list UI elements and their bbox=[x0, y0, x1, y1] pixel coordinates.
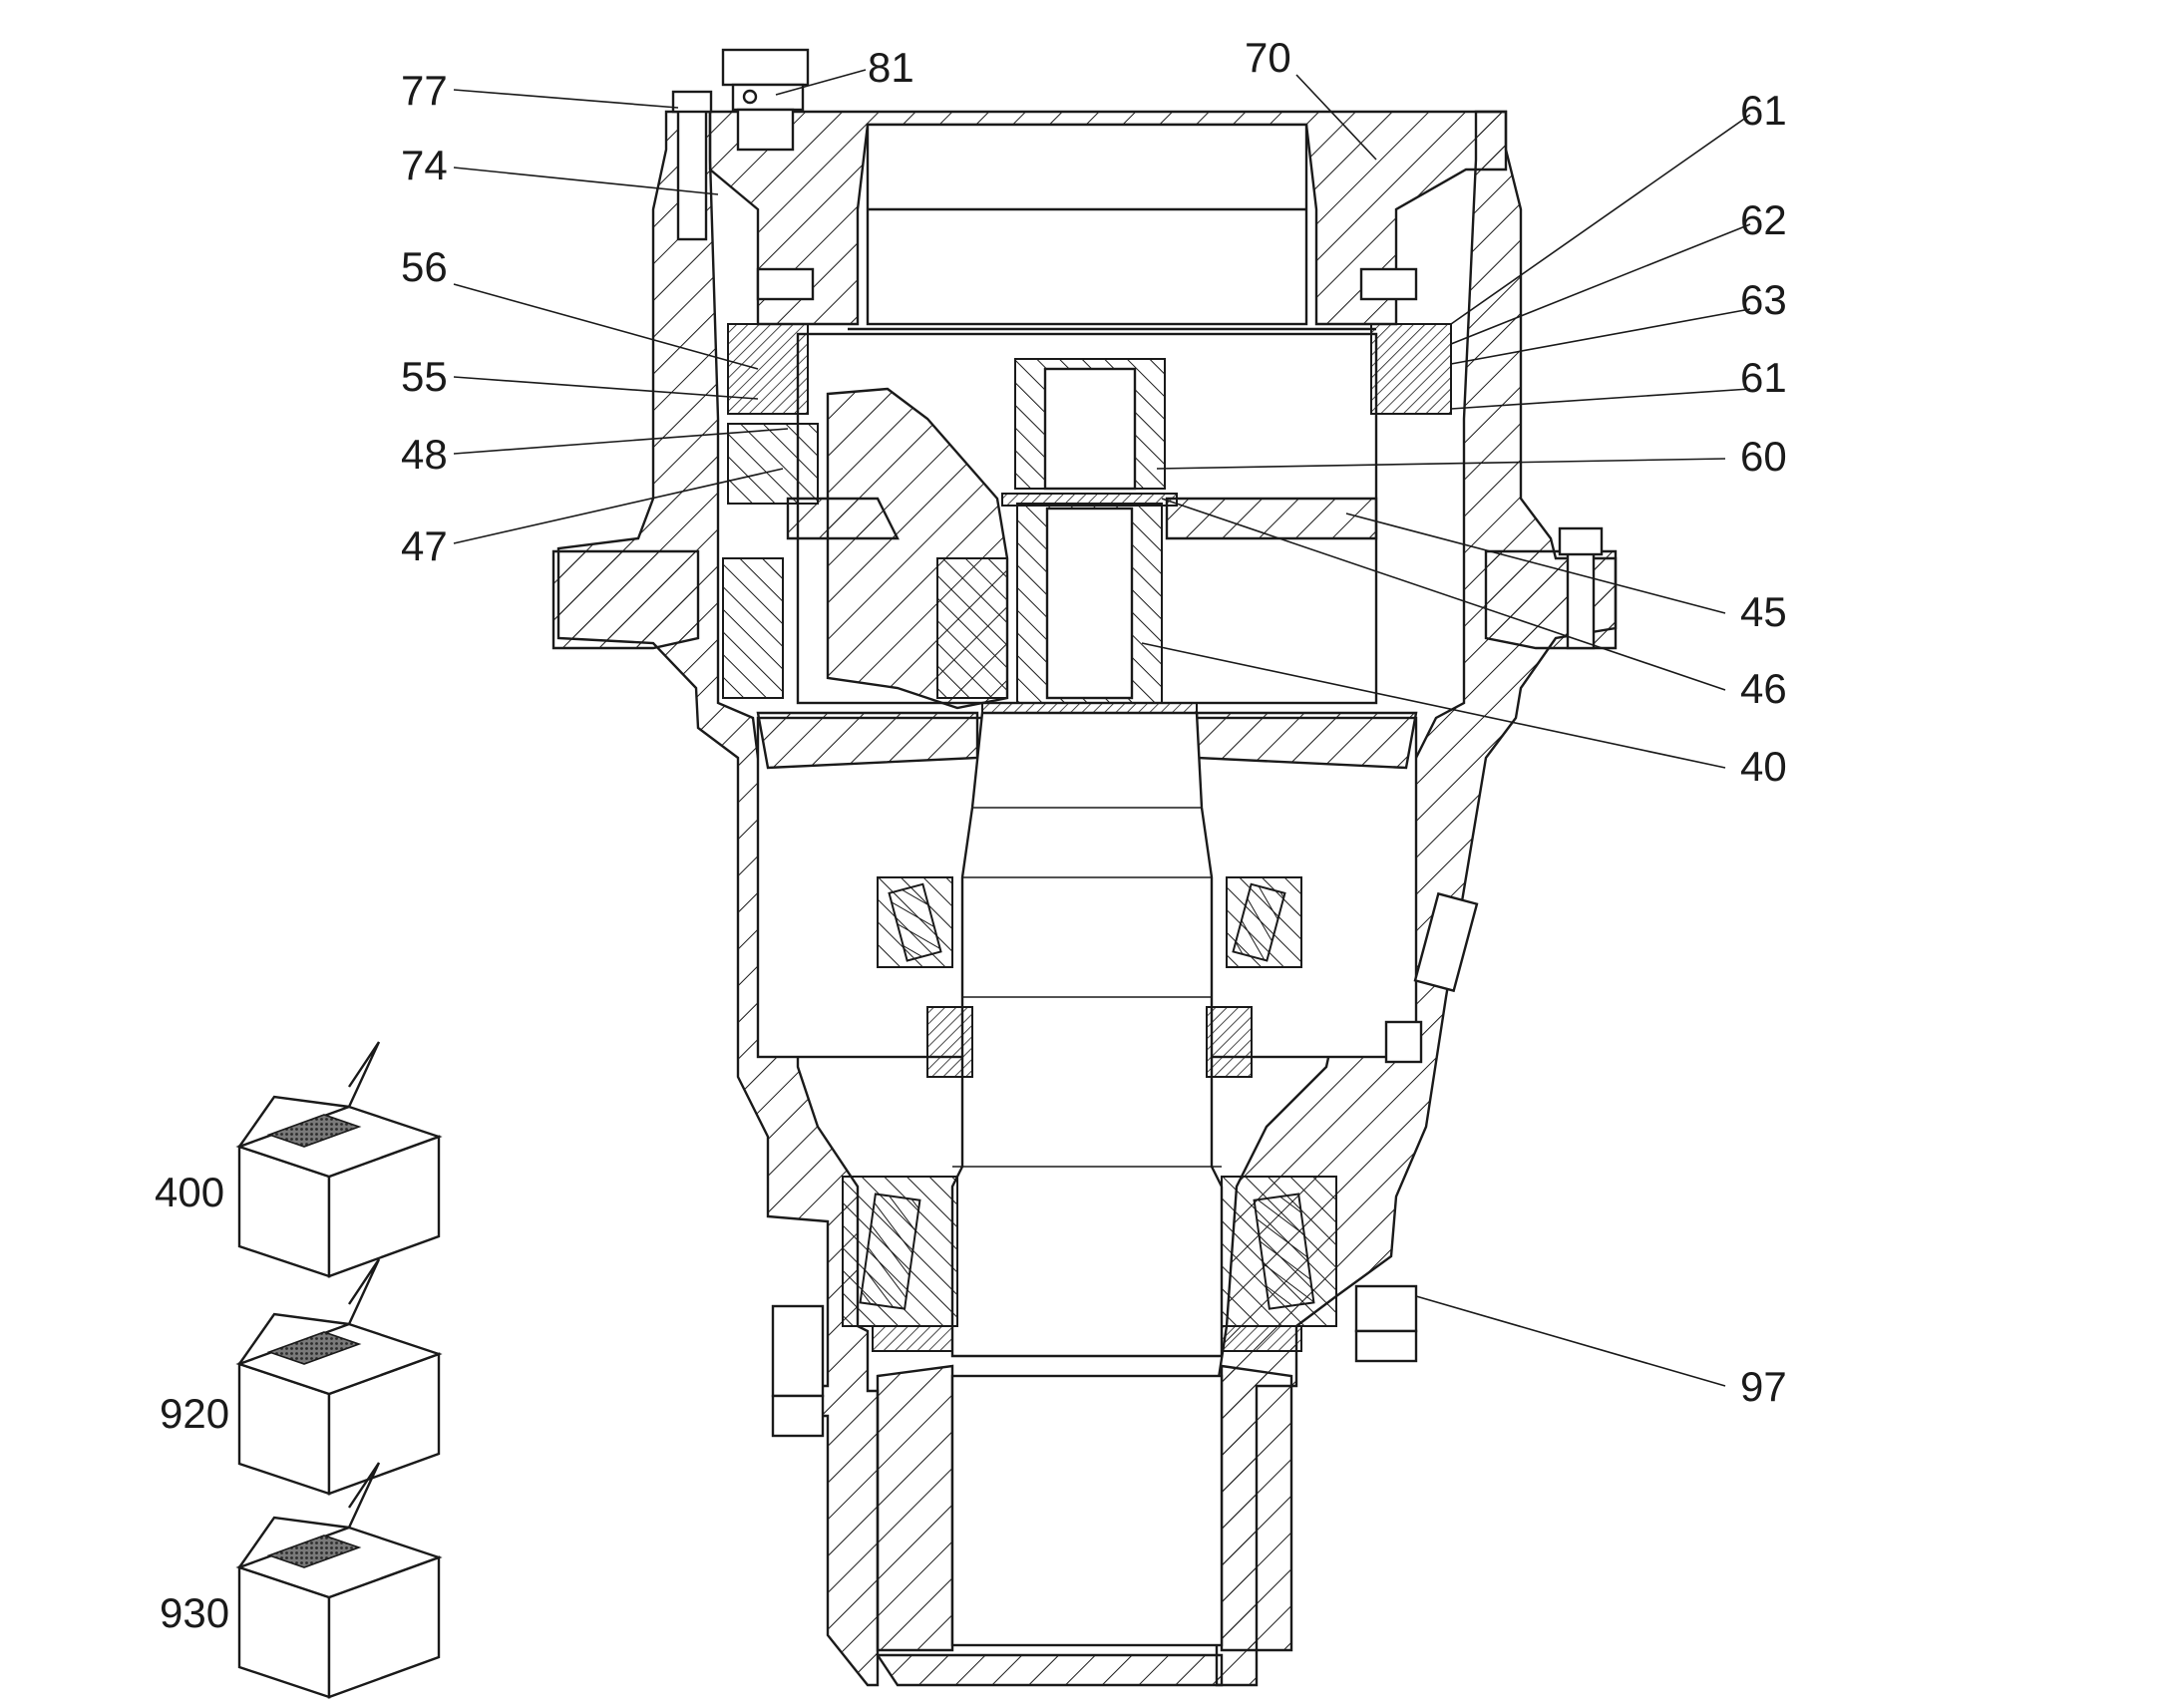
box-930 bbox=[235, 1462, 443, 1699]
label-97: 97 bbox=[1740, 1363, 1787, 1410]
leader-lines bbox=[453, 69, 1751, 1387]
label-48: 48 bbox=[401, 431, 448, 478]
output-shaft bbox=[950, 711, 1224, 1358]
label-61-top: 61 bbox=[1740, 87, 1787, 134]
side-fittings bbox=[771, 891, 1479, 1438]
label-46: 46 bbox=[1740, 665, 1787, 712]
label-70: 70 bbox=[1245, 34, 1291, 81]
part-labels: 77 81 70 61 74 62 56 63 55 61 48 60 47 4… bbox=[155, 34, 1787, 1636]
box-920 bbox=[235, 1258, 443, 1496]
label-45: 45 bbox=[1740, 588, 1787, 635]
label-81: 81 bbox=[868, 44, 914, 91]
label-62: 62 bbox=[1740, 196, 1787, 243]
top-fitting bbox=[721, 48, 810, 152]
label-60: 60 bbox=[1740, 433, 1787, 480]
label-61-bottom: 61 bbox=[1740, 354, 1787, 401]
label-930: 930 bbox=[160, 1589, 229, 1636]
label-40: 40 bbox=[1740, 743, 1787, 790]
label-63: 63 bbox=[1740, 276, 1787, 323]
box-400 bbox=[235, 1041, 443, 1278]
label-77: 77 bbox=[401, 67, 448, 114]
bearings bbox=[842, 876, 1337, 1352]
label-56: 56 bbox=[401, 243, 448, 290]
sun-shaft bbox=[981, 358, 1198, 716]
label-920: 920 bbox=[160, 1390, 229, 1437]
label-55: 55 bbox=[401, 353, 448, 400]
label-47: 47 bbox=[401, 522, 448, 569]
lower-hub bbox=[875, 1364, 1293, 1687]
label-74: 74 bbox=[401, 142, 448, 188]
label-400: 400 bbox=[155, 1169, 224, 1215]
seals bbox=[722, 267, 1452, 1078]
